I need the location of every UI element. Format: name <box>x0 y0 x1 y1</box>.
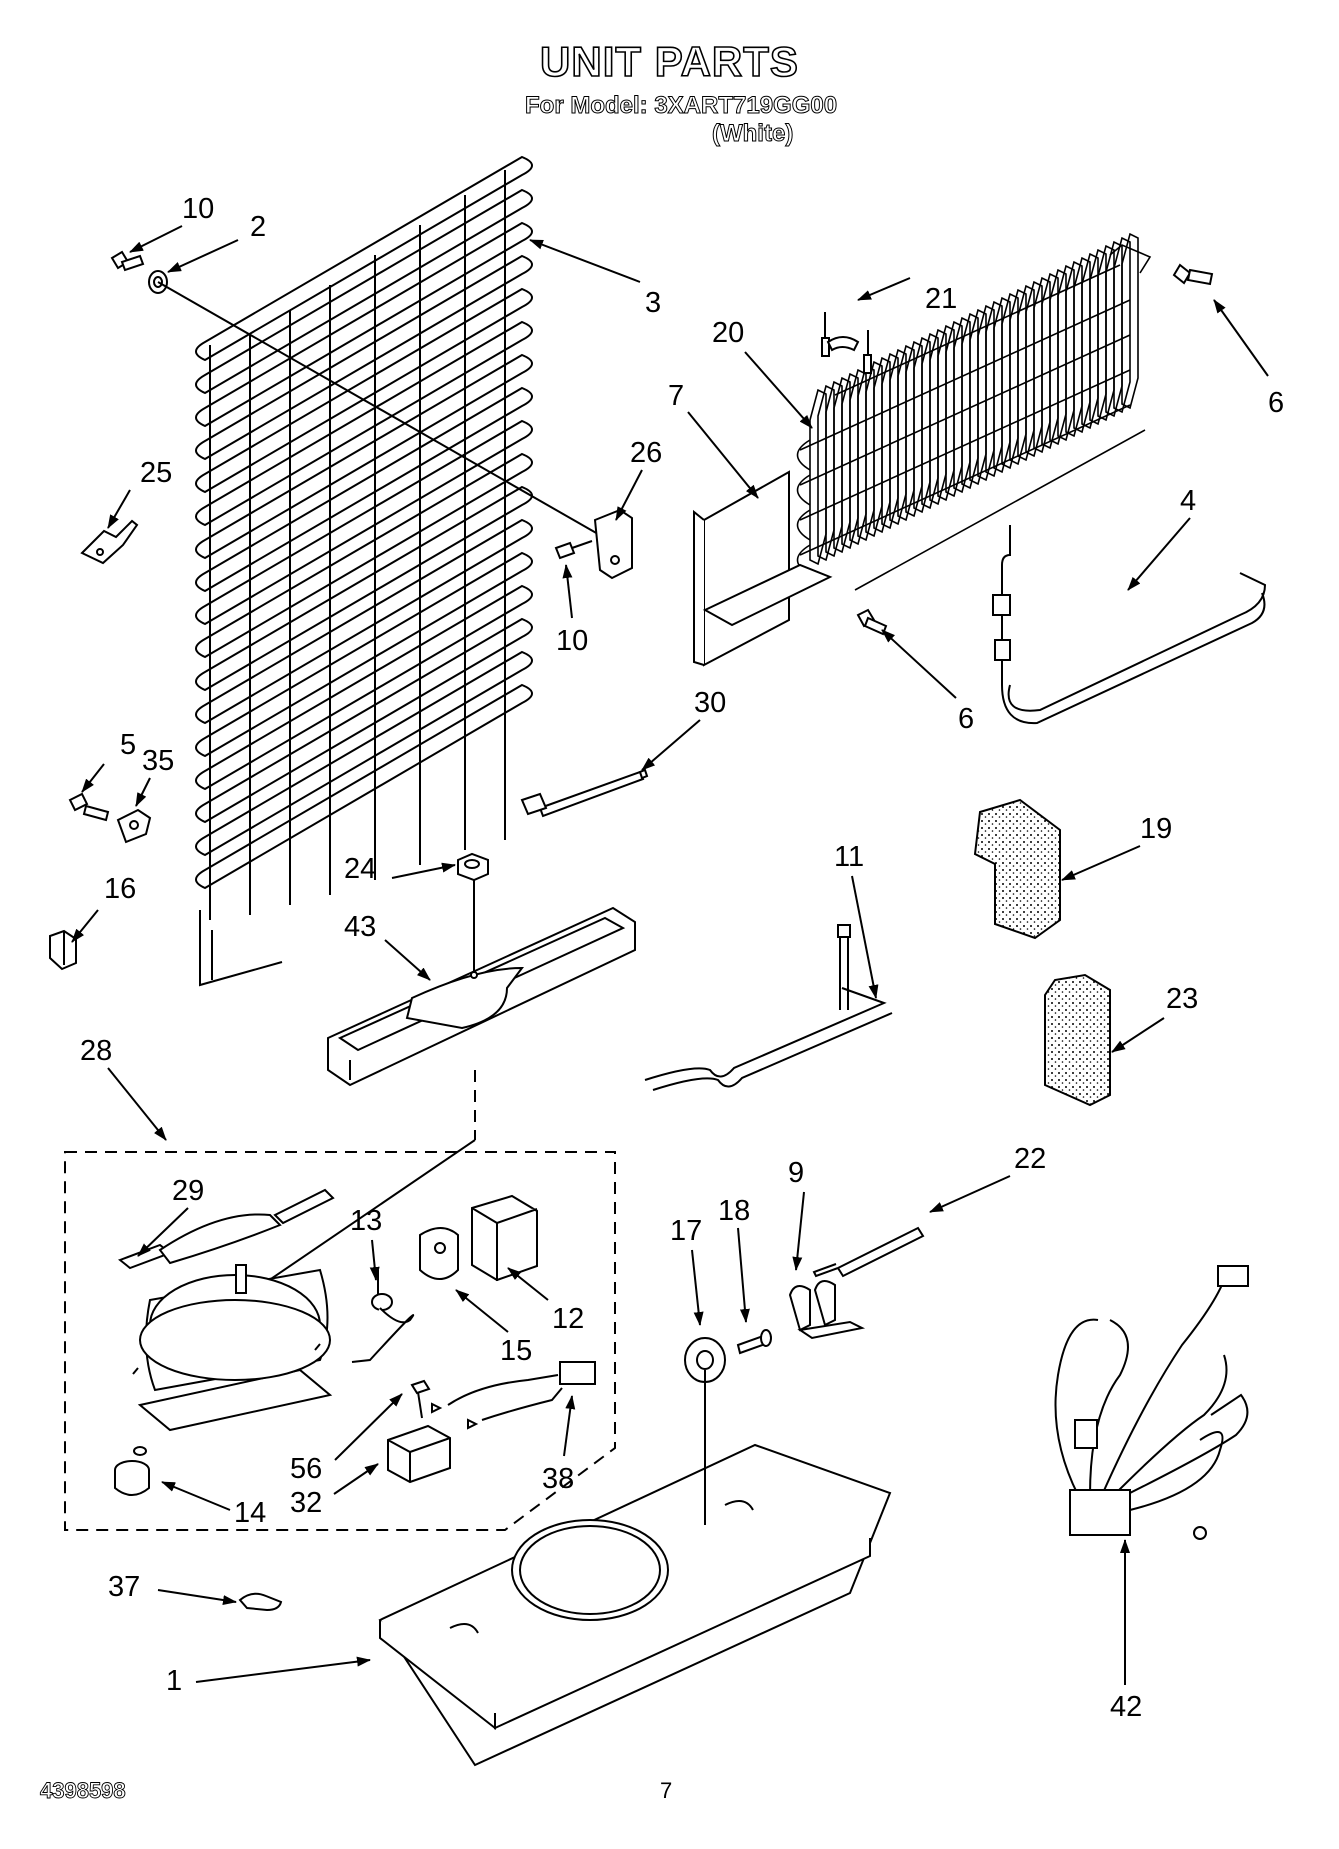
bracket-icon <box>554 508 633 580</box>
clip-icon <box>80 519 139 565</box>
page-number: 7 <box>660 1778 673 1803</box>
leader-line <box>239 1139 476 1301</box>
callout-6: 6 <box>958 703 974 735</box>
callout-24: 24 <box>344 853 376 885</box>
callout-1: 1 <box>166 1665 182 1697</box>
callout-13: 13 <box>350 1205 382 1237</box>
callout-22: 22 <box>1014 1143 1046 1175</box>
tube-22-icon <box>812 1226 925 1278</box>
nut-icon <box>457 852 489 979</box>
callout-42: 42 <box>1110 1691 1142 1723</box>
callout-43: 43 <box>344 911 376 943</box>
page-title: UNIT PARTS <box>539 37 799 86</box>
callout-37: 37 <box>108 1571 140 1603</box>
document-number: 4398598 <box>40 1778 127 1804</box>
callout-19: 19 <box>1140 813 1172 845</box>
defrost-heater <box>992 525 1267 725</box>
callout-5: 5 <box>120 729 136 761</box>
screw-bracket-icon <box>68 792 152 844</box>
callout-6: 6 <box>1268 387 1284 419</box>
cable-tie-icon <box>520 768 649 818</box>
callout-9: 9 <box>788 1157 804 1189</box>
callout-4: 4 <box>1180 485 1196 517</box>
callout-14: 14 <box>234 1497 266 1529</box>
compressor <box>132 1264 333 1432</box>
callout-17: 17 <box>670 1215 702 1247</box>
wire-harness-38 <box>431 1361 596 1430</box>
overload-icon <box>351 1270 415 1363</box>
sensor-icon <box>821 312 872 374</box>
callout-10: 10 <box>556 625 588 657</box>
clip-37-icon <box>238 1592 283 1612</box>
grommet-17-icon <box>684 1337 726 1383</box>
callout-30: 30 <box>694 687 726 719</box>
compressor-kit-outline <box>64 1151 616 1531</box>
model-line: For Model: 3XART719GG00 <box>524 92 838 120</box>
bracket-9-icon <box>788 1280 866 1340</box>
bolt-18-icon <box>736 1329 772 1355</box>
callout-20: 20 <box>712 317 744 349</box>
callout-15: 15 <box>500 1335 532 1367</box>
callout-56: 56 <box>290 1453 322 1485</box>
condenser-coil <box>195 155 533 987</box>
callout-35: 35 <box>142 745 174 777</box>
evaporator-coil <box>796 232 1152 591</box>
capacitor-icon <box>387 1424 451 1484</box>
relay-icon <box>419 1227 459 1280</box>
compressor-base-pan <box>378 1370 892 1767</box>
callout-2: 2 <box>250 211 266 243</box>
callout-25: 25 <box>140 457 172 489</box>
callout-16: 16 <box>104 873 136 905</box>
callout-38: 38 <box>542 1463 574 1495</box>
foam-block-19 <box>973 798 1061 940</box>
callout-18: 18 <box>718 1195 750 1227</box>
screw-icon <box>856 263 1214 636</box>
leader-arrows <box>71 225 1269 1685</box>
callout-7: 7 <box>668 380 684 412</box>
callout-28: 28 <box>80 1035 112 1067</box>
tube-clip-icon <box>49 929 77 971</box>
callout-12: 12 <box>552 1303 584 1335</box>
screw-icon <box>410 1379 431 1419</box>
evaporator-cover <box>693 470 833 667</box>
color-line: (White) <box>711 120 794 148</box>
callout-29: 29 <box>172 1175 204 1207</box>
foam-block-23 <box>1044 973 1111 1107</box>
relay-cover-icon <box>471 1194 538 1282</box>
callout-10: 10 <box>182 193 214 225</box>
callout-21: 21 <box>925 283 957 315</box>
grommet-icon <box>114 1446 150 1496</box>
filter-drier <box>118 1188 335 1270</box>
callout-11: 11 <box>834 841 864 873</box>
callout-26: 26 <box>630 437 662 469</box>
wire-harness-42 <box>1054 1265 1249 1540</box>
callout-32: 32 <box>290 1487 322 1519</box>
drain-tube <box>644 924 893 1091</box>
drain-pan <box>327 906 636 1087</box>
callout-23: 23 <box>1166 983 1198 1015</box>
callout-3: 3 <box>645 287 661 319</box>
screw-icon <box>110 250 606 539</box>
